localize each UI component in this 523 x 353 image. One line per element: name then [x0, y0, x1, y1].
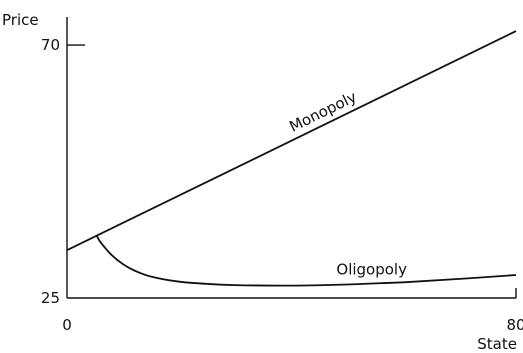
x-axis-label: State [477, 335, 517, 353]
x-tick-label: 0 [62, 316, 72, 334]
series-line-monopoly [66, 30, 517, 252]
x-tick-label: 80 [506, 316, 523, 334]
series [66, 30, 517, 287]
axes [66, 17, 517, 299]
series-label-monopoly: Monopoly [286, 88, 359, 136]
y-tick-label: 70 [41, 36, 60, 54]
y-tick-label: 25 [41, 289, 60, 307]
series-line-oligopoly [95, 235, 517, 287]
y-axis-label: Price [2, 11, 39, 29]
series-label-oligopoly: Oligopoly [336, 260, 407, 278]
ticks: 70 250 80 [41, 36, 523, 334]
